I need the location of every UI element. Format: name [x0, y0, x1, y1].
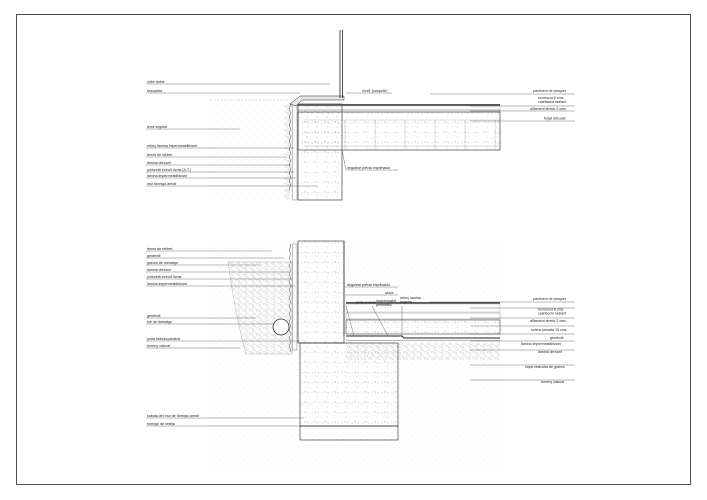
label-b-geotextil-r: geotèxtil	[550, 336, 564, 340]
label-terra-vegetal: terra vegetal	[147, 125, 167, 129]
label-b-solera: solera armada 15 cms	[531, 328, 567, 332]
ground-slab	[345, 319, 501, 335]
label-b-terreny-r: terreny natural	[541, 380, 564, 384]
label-terres-reblert: terres de reblert	[147, 153, 172, 157]
label-b-lamina-imperm: làmina impermeabilitzant	[147, 282, 187, 286]
top-detail-drawing	[210, 30, 501, 201]
label-b-terreny-natural: terreny natural	[147, 344, 170, 348]
note-imperm-perimetric: impermeabit.perimètric	[376, 299, 397, 307]
floor-slab-top	[297, 111, 501, 151]
label-b-graves-drenatge: graves de drenatge	[147, 261, 178, 265]
drainage-sheet	[289, 102, 291, 192]
label-b-lamina-imperm-r: làmina impermeabilitzant	[521, 342, 561, 346]
label-reforc-lamina: reforç làmina impermeabilitzant	[147, 144, 197, 148]
insulation-strip	[292, 103, 298, 201]
label-b-terres-reblert: terres de reblert	[147, 247, 172, 251]
label-b-lamina-drenant-r: làmina drenant	[538, 350, 562, 354]
parquet-bottom	[346, 302, 500, 304]
label-b-lamina-drenant: làmina drenant	[147, 268, 171, 272]
slab-joists	[304, 119, 500, 150]
drain-pipe	[272, 318, 290, 336]
top-center-callouts	[341, 92, 398, 171]
top-right-callouts	[430, 93, 575, 122]
label-b-junta-hidro: junta hidroexpansiva	[146, 337, 180, 341]
bottom-detail-drawing	[210, 240, 501, 470]
label-poliureta: poliuretà extruït 4cms (A.T.)	[147, 168, 191, 172]
bottom-center-callouts	[345, 286, 403, 337]
label-b-aillament: aïllament tèrmic 2 cms	[530, 319, 566, 323]
wall-footing	[299, 342, 399, 427]
parquet-top	[298, 104, 500, 106]
vegetal-soil	[210, 100, 290, 200]
note-socol: sòcol	[385, 291, 394, 295]
bottom-left-labels: terres de reblert geotèxtil graves de dr…	[146, 247, 199, 426]
label-lamina-imperm: làmina impermeabilitzant	[147, 174, 187, 178]
note-angulear-bottom: angulear prèvia imprimació	[347, 283, 390, 287]
label-b-capa-graves: capa vesicular de graves	[525, 365, 565, 369]
label-lamina-drenant: làmina drenant	[147, 161, 171, 165]
note-junta-porexe: junta porexe	[355, 301, 376, 305]
insulation-strip-bottom	[292, 243, 298, 351]
concrete-wall-bottom	[297, 240, 345, 344]
label-mur-formigo: mur formigó armat	[147, 182, 176, 186]
label-parquet-top: paviment de parquet	[533, 89, 566, 93]
sill-flashing	[289, 95, 345, 107]
label-b-sabata: sabata del mur de formigó armat	[147, 414, 199, 418]
label-aillament-top: aïllament tèrmic 2 cms	[530, 107, 566, 111]
bottom-right-callouts	[430, 301, 575, 381]
sheet-frame	[16, 14, 691, 485]
backfill-layer	[284, 104, 292, 200]
label-b-poliureta: poliuretà extruït 4cms	[147, 275, 182, 279]
top-left-labels: vidre doble escopidor terra vegetal refo…	[147, 80, 197, 186]
lean-concrete	[299, 425, 399, 441]
note-nivell: nivell "jumquillo"	[362, 89, 389, 93]
top-left-callouts	[146, 83, 330, 187]
label-b-tub-drenatge: tub de drenatge	[147, 320, 172, 324]
note-angulear-top: angulear prèvia imprimació	[347, 166, 390, 170]
label-b-geotextil-2: geotèxtil	[147, 314, 161, 318]
drainage-sheet-bottom	[289, 243, 291, 353]
label-b-formigo-neteja: formigó de neteja	[147, 422, 175, 426]
screed-top	[297, 105, 501, 111]
insulation-bottom	[345, 312, 501, 320]
label-escopidor: escopidor	[147, 89, 163, 93]
bottom-left-callouts	[146, 250, 304, 427]
label-b-geotextil-1: geotèxtil	[147, 254, 161, 258]
label-vidre-doble: vidre doble	[147, 80, 165, 84]
membrane-bottom	[346, 335, 500, 339]
label-b-parquet: paviment de parquet	[533, 297, 566, 301]
label-forjat-reticular: forjat reticular	[544, 117, 567, 121]
